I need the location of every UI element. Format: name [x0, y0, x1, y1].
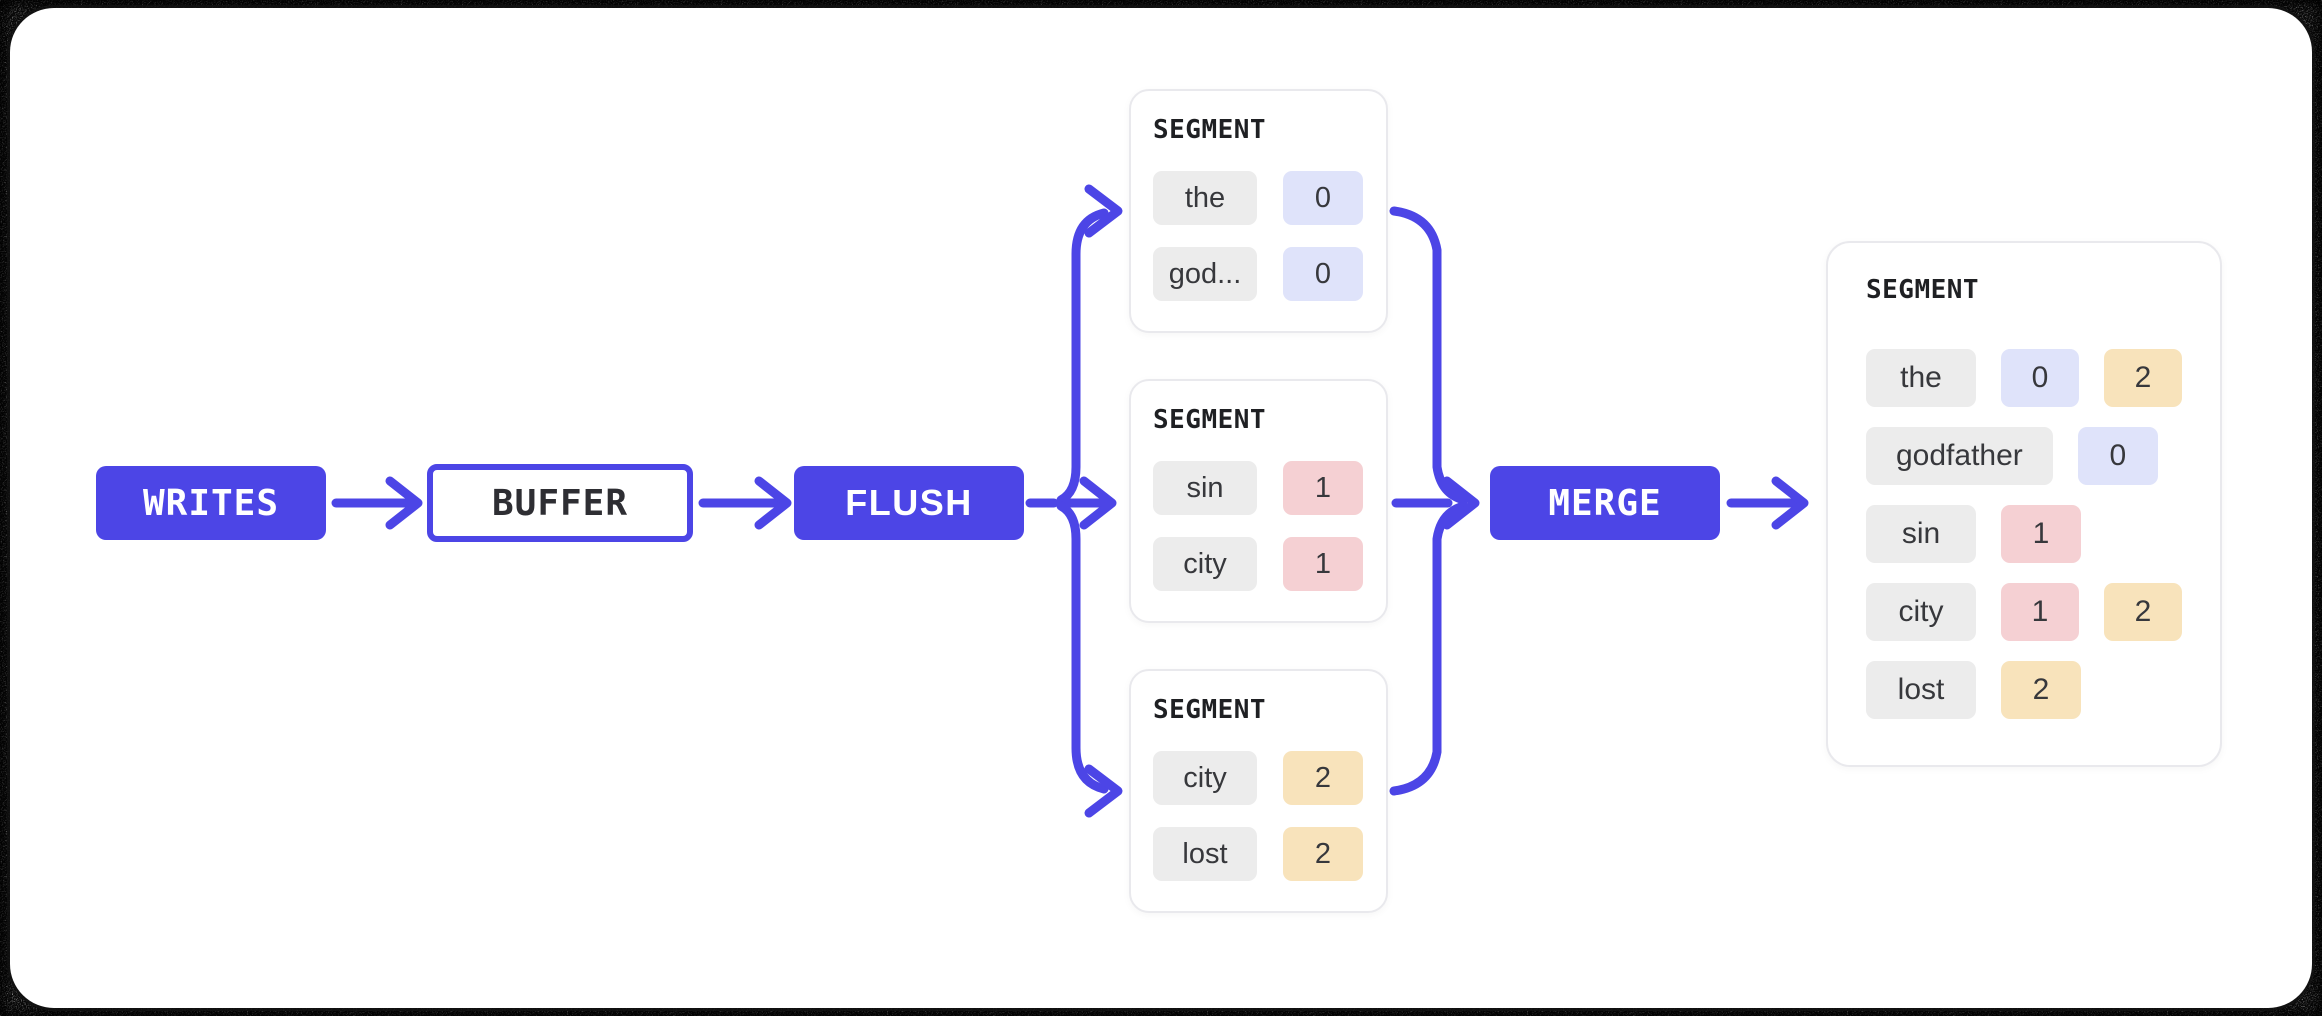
posting-chip: 1 [1283, 461, 1363, 515]
segment-row: city 1 [1153, 537, 1364, 591]
posting-chip: 1 [2001, 505, 2081, 563]
posting-chip: 2 [1283, 751, 1363, 805]
posting-chip: 0 [1283, 171, 1363, 225]
term-chip: sin [1866, 505, 1976, 563]
term-chip: lost [1866, 661, 1976, 719]
posting-chip: 0 [1283, 247, 1363, 301]
segment-title: SEGMENT [1153, 115, 1267, 145]
segment-row: city 2 [1153, 751, 1364, 805]
segment-row: sin 1 [1866, 505, 2182, 563]
segment-title: SEGMENT [1153, 405, 1267, 435]
posting-chip: 1 [2001, 583, 2079, 641]
segment-rows: sin 1 city 1 [1153, 461, 1364, 591]
posting-chip: 2 [1283, 827, 1363, 881]
segment-title: SEGMENT [1866, 275, 1980, 305]
segment-rows: city 2 lost 2 [1153, 751, 1364, 881]
term-chip: the [1153, 171, 1257, 225]
segment-card-2: SEGMENT sin 1 city 1 [1129, 379, 1388, 623]
segment-card-1: SEGMENT the 0 god... 0 [1129, 89, 1388, 333]
segment-card-3: SEGMENT city 2 lost 2 [1129, 669, 1388, 913]
segment-row: god... 0 [1153, 247, 1364, 301]
segment-row: lost 2 [1153, 827, 1364, 881]
posting-chip: 2 [2001, 661, 2081, 719]
posting-chip: 2 [2104, 349, 2182, 407]
writes-node: WRITES [96, 466, 326, 540]
buffer-node: BUFFER [427, 464, 693, 542]
term-chip: godfather [1866, 427, 2053, 485]
term-chip: the [1866, 349, 1976, 407]
posting-chip: 2 [2104, 583, 2182, 641]
merge-node: MERGE [1490, 466, 1720, 540]
term-chip: sin [1153, 461, 1257, 515]
term-chip: lost [1153, 827, 1257, 881]
term-chip: city [1866, 583, 1976, 641]
segment-row: sin 1 [1153, 461, 1364, 515]
term-chip: city [1153, 751, 1257, 805]
posting-chip: 0 [2077, 427, 2158, 485]
segment-row: the 0 [1153, 171, 1364, 225]
segment-title: SEGMENT [1153, 695, 1267, 725]
posting-chip: 1 [1283, 537, 1363, 591]
segment-row: godfather 0 [1866, 427, 2182, 485]
term-chip: god... [1153, 247, 1257, 301]
segment-rows: the 0 god... 0 [1153, 171, 1364, 301]
term-chip: city [1153, 537, 1257, 591]
flush-node: FLUSH [794, 466, 1024, 540]
segment-row: lost 2 [1866, 661, 2182, 719]
posting-chip: 0 [2001, 349, 2079, 407]
